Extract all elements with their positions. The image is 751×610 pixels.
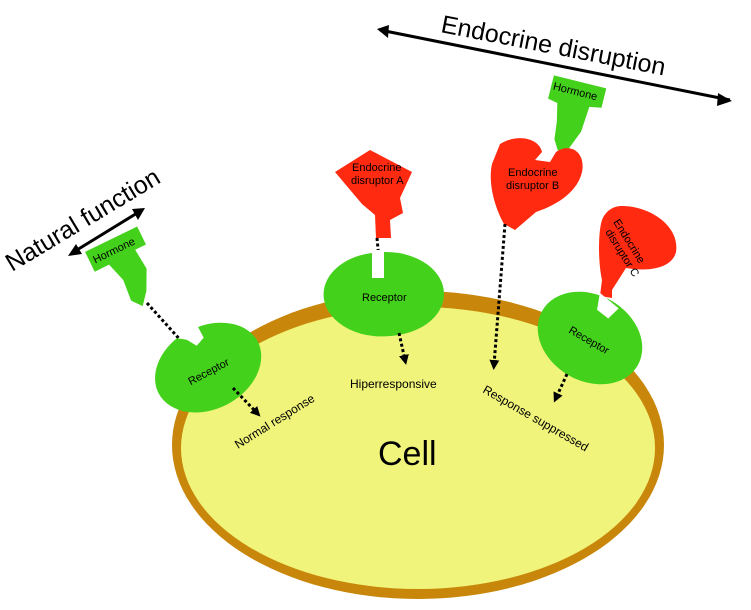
endocrine-disruptor-b: Endocrine disruptor B [490,138,583,230]
arrow-normal-response [231,386,261,417]
endocrine-disruption-title: Endocrine disruption [439,10,668,81]
natural-function-bracket [68,208,145,256]
arrow-hiperresponsive [397,332,409,365]
arrow-response-suppressed [553,373,569,403]
receptor-c: Receptor [537,291,643,385]
endocrine-disruptor-c: Endocrine disruptor C [599,206,677,298]
endocrine-disruptor-a-label-1: Endocrine [352,162,402,174]
cell-body [181,307,655,589]
endocrine-disruptor-a-label-2: disruptor A [351,175,404,187]
receptor-a-label: Receptor [362,292,407,304]
cell-label: Cell [378,435,437,473]
hormone-b: Hormone [548,75,607,151]
endocrine-disruptor-b-label-2: disruptor B [506,180,559,192]
endocrine-disruptor-a: Endocrine disruptor A [335,150,412,238]
hiperresponsive-label: Hiperresponsive [350,377,437,391]
endocrine-disruptor-b-label-1: Endocrine [508,167,558,179]
endocrine-disruption-bracket [377,25,732,106]
arrow-disruptor-b [489,223,507,370]
receptor-a: Receptor [323,250,444,337]
hormone-natural: Hormone [85,226,147,307]
